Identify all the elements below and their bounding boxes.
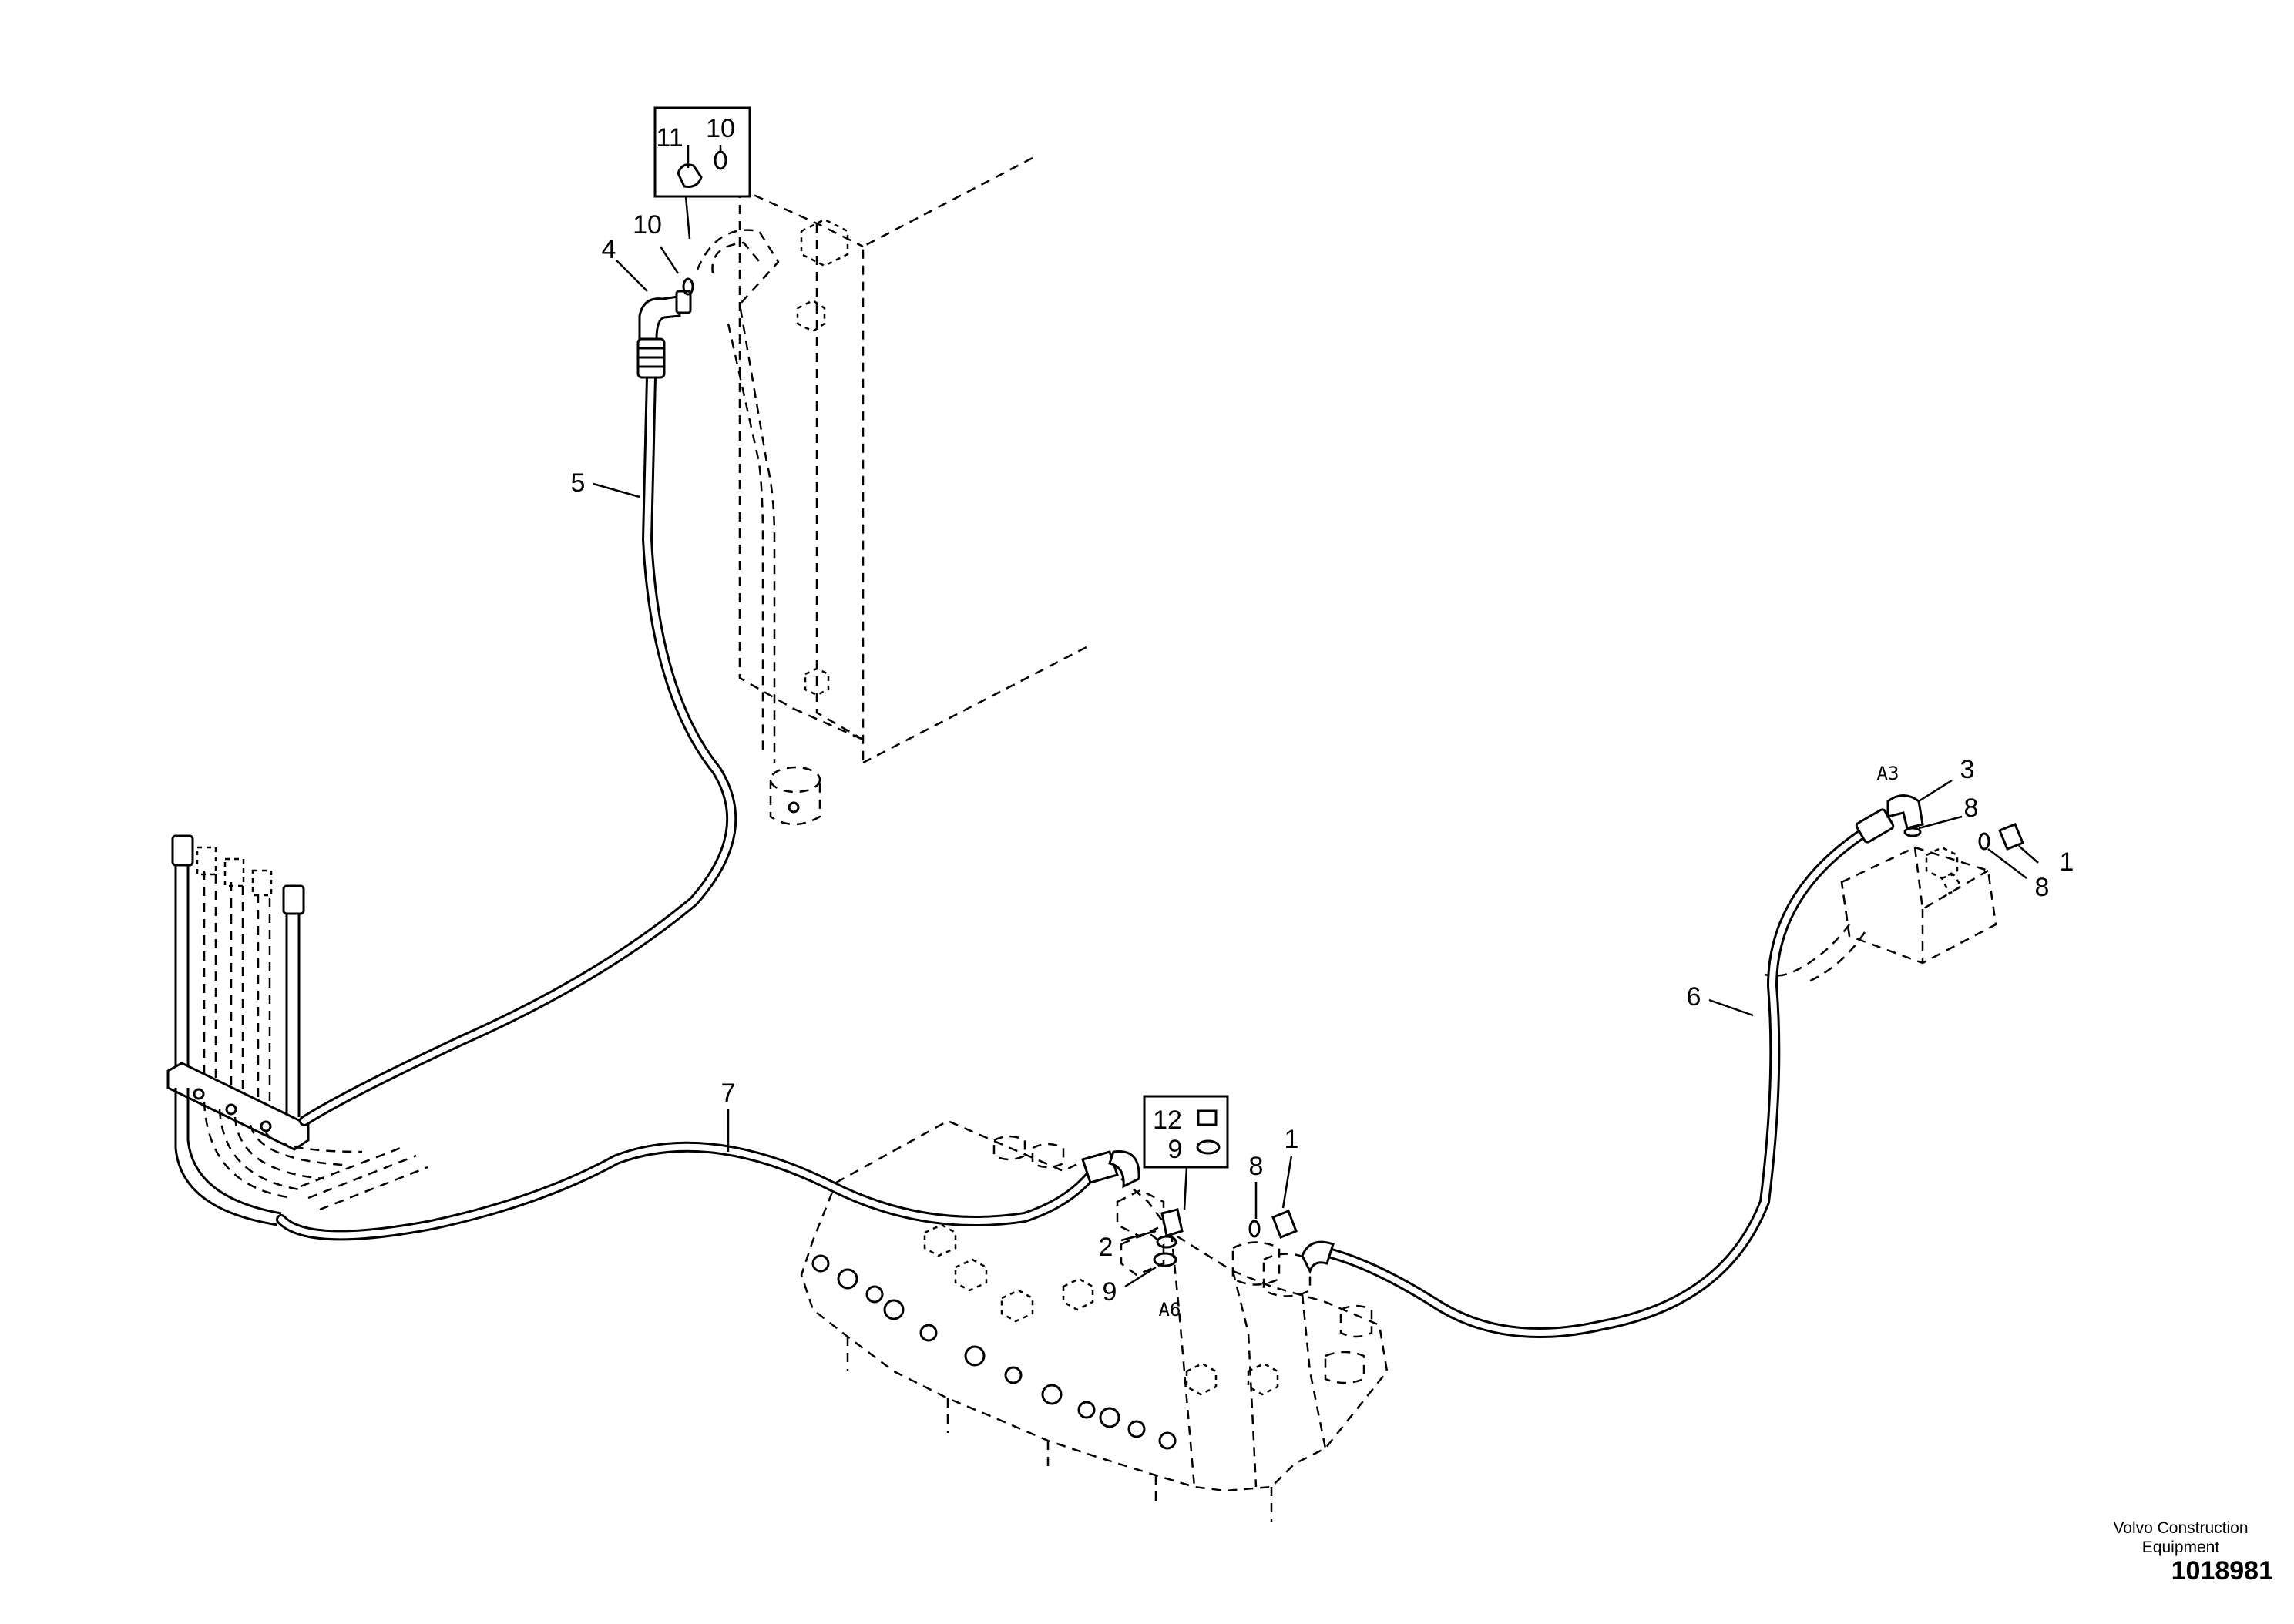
callout-7: 7 [721,1079,736,1108]
control-valve-outline [800,1119,1389,1522]
fitting-3-elbow [1886,794,1924,830]
brand-name-line1: Volvo Construction [2113,1519,2249,1537]
drawing-number: 1018981 [2171,1556,2273,1585]
callout-9-lower: 9 [1103,1277,1117,1307]
seal-9-lower [1153,1252,1177,1267]
callout-1-right: 1 [2060,847,2074,877]
leader-lines [593,246,2039,1288]
hose-6 [1301,808,1895,1338]
callout-10-lower: 10 [633,210,662,240]
callout-9-box: 9 [1168,1135,1183,1164]
cooler-outline [696,156,1087,826]
seal-8-mid [1248,1220,1261,1238]
callout-12-box: 12 [1153,1106,1182,1135]
callout-5: 5 [571,468,586,498]
brand-name-line2: Equipment [2141,1538,2220,1556]
callout-6: 6 [1687,982,1701,1012]
hose-bracket-assembly [166,834,428,1226]
callout-10-box: 10 [706,114,735,143]
callout-labels: 11 10 10 4 5 7 12 9 8 1 2 9 6 3 8 1 8 A3… [571,114,2074,1320]
callout-8-mid: 8 [1249,1152,1264,1181]
seal-8-top-right [1903,827,1922,837]
hose-7 [276,1141,1140,1241]
callout-8-right: 8 [2035,873,2050,902]
port-label-a6: A6 [1159,1299,1181,1320]
seal-10 [682,277,694,296]
port-label-a3: A3 [1877,763,1899,784]
detail-box-mid [1143,1095,1229,1210]
callout-3: 3 [1960,755,1975,784]
callout-1-left: 1 [1285,1125,1299,1154]
detail-box-top [653,106,751,240]
pilot-valve-outline [1764,846,1997,984]
fitting-2 [1156,1208,1184,1249]
hose-5 [299,337,737,1126]
plug-1-left [1271,1210,1298,1239]
callout-4: 4 [602,235,616,264]
callout-8-top-right: 8 [1964,794,1979,823]
fitting-4-elbow [638,290,692,341]
callout-2: 2 [1099,1233,1113,1262]
plug-1-right [1998,823,2024,851]
seal-8-right [1978,832,1990,851]
callout-11-box: 11 [656,123,683,153]
